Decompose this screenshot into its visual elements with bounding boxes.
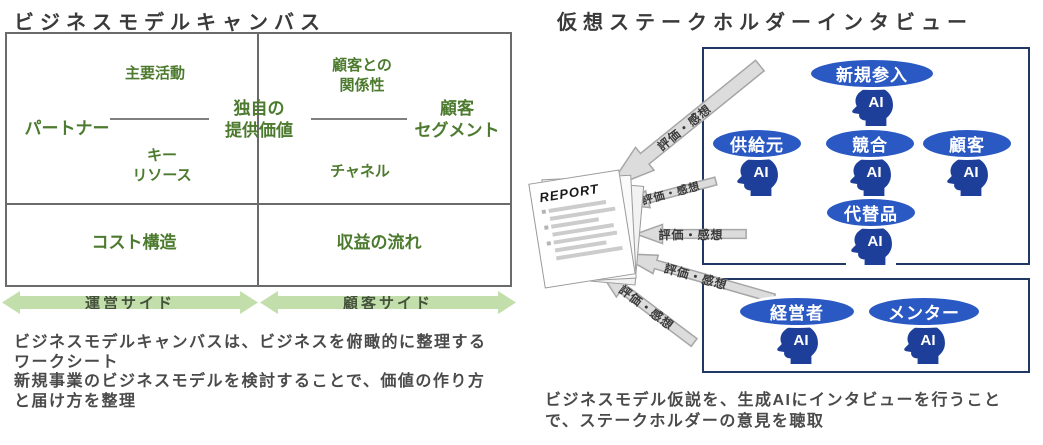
label-key-resources: キー リソース bbox=[132, 146, 191, 186]
stakeholder-substitutes: 代替品 AI bbox=[806, 196, 936, 265]
feedback-arrow-2: 評価・感想 bbox=[622, 171, 720, 215]
ai-text: AI bbox=[867, 233, 882, 250]
label-value-proposition-line1: 独自の bbox=[233, 99, 285, 118]
ai-head-silhouette-icon: AI bbox=[737, 156, 778, 196]
ai-text: AI bbox=[920, 332, 935, 349]
arrow-left-icon bbox=[595, 50, 773, 204]
right-caption-line2: で、ステークホルダーの意見を聴取 bbox=[545, 413, 825, 430]
ai-head-silhouette-icon: AI bbox=[777, 324, 818, 364]
stakeholder-competitors-label: 競合 bbox=[823, 127, 917, 160]
ai-head-icon: AI bbox=[732, 156, 782, 196]
stakeholder-customers-label: 顧客 bbox=[920, 127, 1014, 160]
left-caption-line3: 新規事業のビジネスモデルを検討することで、価値の作り方 bbox=[14, 373, 486, 390]
label-key-resources-line1: キー bbox=[146, 147, 178, 164]
label-partners: パートナー bbox=[24, 119, 110, 138]
left-caption-line2: ワークシート bbox=[14, 353, 120, 371]
ai-head-icon: AI bbox=[846, 225, 896, 265]
ai-text: AI bbox=[963, 164, 978, 181]
report-page-front: REPORT bbox=[528, 169, 636, 289]
ai-head-icon: AI bbox=[845, 156, 895, 196]
right-caption-line1: ビジネスモデル仮説を、生成AIにインタビューを行うこと bbox=[545, 392, 1002, 409]
feedback-arrow-3: 評価・感想 bbox=[634, 223, 748, 245]
stakeholder-executives: 経営者 AI bbox=[732, 295, 862, 364]
canvas-vertical-divider bbox=[257, 34, 259, 285]
label-value-proposition-line2: 提供価値 bbox=[225, 121, 293, 140]
label-customer-relationships-line2: 関係性 bbox=[339, 77, 385, 94]
ai-head-silhouette-icon: AI bbox=[947, 156, 988, 196]
ai-head-silhouette-icon: AI bbox=[850, 156, 891, 196]
bullet-icon bbox=[546, 241, 552, 246]
label-key-resources-line2: リソース bbox=[132, 167, 192, 184]
feedback-arrow-3-label: 評価・感想 bbox=[658, 227, 724, 242]
ai-head-icon: AI bbox=[847, 86, 897, 126]
arrow-left-icon bbox=[634, 223, 748, 245]
bullet-icon bbox=[544, 225, 549, 230]
report-document: REPORT bbox=[528, 169, 645, 289]
label-customer-segments-line2: セグメント bbox=[414, 121, 500, 140]
ai-text: AI bbox=[868, 94, 883, 111]
ai-head-icon: AI bbox=[772, 324, 822, 364]
ai-head-icon: AI bbox=[942, 156, 992, 196]
ai-head-icon: AI bbox=[899, 324, 949, 364]
connector-line-right bbox=[311, 118, 407, 120]
stakeholder-suppliers-label: 供給元 bbox=[710, 127, 804, 160]
left-panel-caption: ビジネスモデルキャンバスは、ビジネスを俯瞰的に整理する ワークシート 新規事業の… bbox=[14, 333, 487, 411]
stakeholder-executives-label: 経営者 bbox=[737, 295, 857, 328]
ai-text: AI bbox=[753, 164, 768, 181]
feedback-arrow-5-label: 評価・感想 bbox=[616, 282, 677, 333]
stakeholder-new-entrants-label: 新規参入 bbox=[808, 57, 936, 90]
feedback-arrow-1: 評価・感想 bbox=[595, 50, 773, 204]
canvas-horizontal-divider bbox=[7, 203, 510, 205]
label-value-proposition: 独自の 提供価値 bbox=[225, 98, 293, 142]
business-model-canvas-box: 主要活動 顧客との 関係性 パートナー 独自の 提供価値 顧客 セグメント キー… bbox=[5, 32, 512, 287]
label-customer-segments-line1: 顧客 bbox=[440, 99, 474, 118]
label-channels: チャネル bbox=[330, 163, 390, 180]
ai-text: AI bbox=[866, 164, 881, 181]
operations-side-label: 運営サイド bbox=[84, 295, 175, 312]
ai-head-silhouette-icon: AI bbox=[852, 86, 893, 126]
left-caption-line1: ビジネスモデルキャンバスは、ビジネスを俯瞰的に整理する bbox=[14, 334, 487, 351]
label-revenue-streams: 収益の流れ bbox=[336, 233, 422, 252]
stakeholder-competitors: 競合 AI bbox=[805, 127, 935, 196]
ai-head-silhouette-icon: AI bbox=[904, 324, 945, 364]
arrow-left-icon bbox=[622, 171, 720, 215]
right-panel-caption: ビジネスモデル仮説を、生成AIにインタビューを行うこと で、ステークホルダーの意… bbox=[545, 390, 1002, 432]
connector-line-left bbox=[110, 118, 209, 120]
right-panel-title: 仮想ステークホルダーインタビュー bbox=[557, 12, 973, 34]
label-customer-segments: 顧客 セグメント bbox=[415, 98, 500, 142]
stakeholder-customers: 顧客 AI bbox=[902, 127, 1032, 196]
operations-side-arrow: 運営サイド bbox=[2, 291, 258, 314]
label-key-activities: 主要活動 bbox=[124, 65, 186, 82]
stakeholder-new-entrants: 新規参入 AI bbox=[807, 57, 937, 126]
left-panel-title: ビジネスモデルキャンバス bbox=[14, 12, 326, 34]
label-customer-relationships-line1: 顧客との bbox=[332, 57, 392, 74]
ai-head-silhouette-icon: AI bbox=[851, 225, 892, 265]
stakeholder-mentors: メンター AI bbox=[859, 295, 989, 364]
ai-text: AI bbox=[793, 332, 808, 349]
label-customer-relationships: 顧客との 関係性 bbox=[332, 56, 392, 96]
stakeholder-mentors-label: メンター bbox=[866, 295, 982, 328]
customer-side-label: 顧客サイド bbox=[342, 295, 433, 312]
left-caption-line4: と届け方を整理 bbox=[14, 392, 137, 410]
label-cost-structure: コスト構造 bbox=[91, 233, 177, 252]
bullet-icon bbox=[541, 209, 547, 215]
stakeholder-substitutes-label: 代替品 bbox=[824, 196, 918, 229]
customer-side-arrow: 顧客サイド bbox=[260, 291, 516, 314]
stakeholder-suppliers: 供給元 AI bbox=[692, 127, 822, 196]
